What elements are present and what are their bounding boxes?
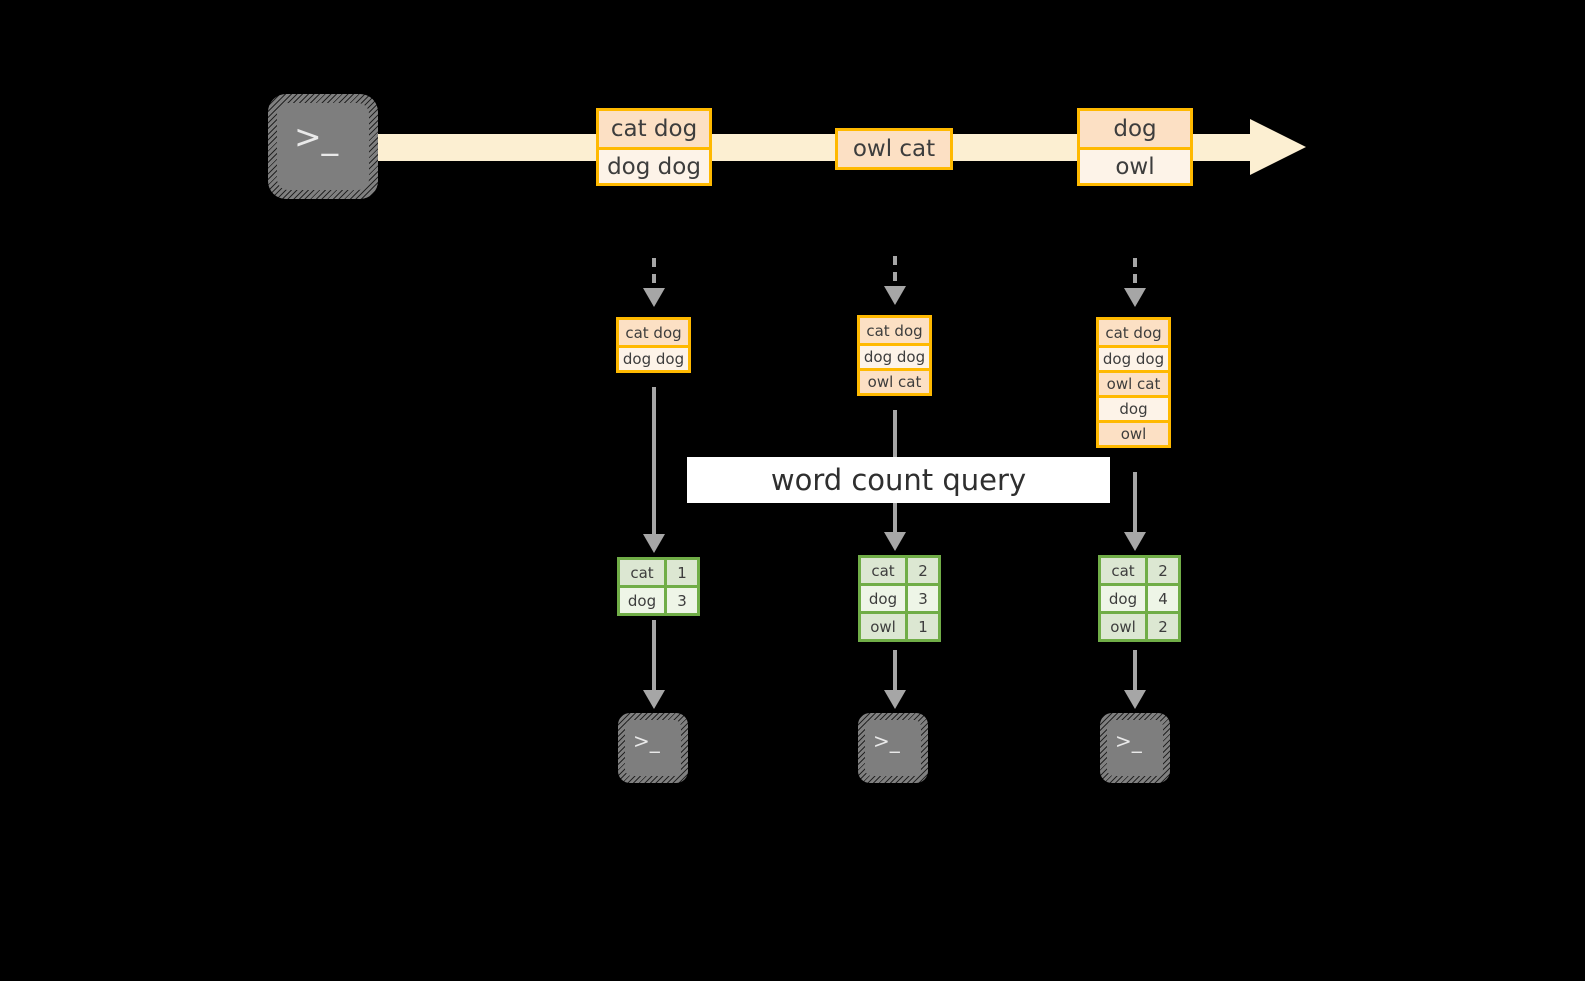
snapshot-3-records[interactable]: cat dog dog dog owl cat dog owl xyxy=(1096,317,1171,448)
result-count: 4 xyxy=(1148,586,1178,611)
result-word: dog xyxy=(1101,586,1148,611)
result-count: 3 xyxy=(908,586,938,611)
terminal-screen xyxy=(865,720,921,776)
down-arrow-head-icon xyxy=(643,534,665,553)
terminal-prompt-glyph: >_ xyxy=(633,729,660,753)
result-count: 2 xyxy=(1148,614,1178,639)
result-count: 1 xyxy=(667,560,697,585)
dashed-down-arrow-head-icon xyxy=(643,288,665,307)
dashed-down-arrow-head-icon xyxy=(1124,288,1146,307)
consumer-terminal-icon-2[interactable]: >_ xyxy=(858,713,928,783)
result-count: 3 xyxy=(667,588,697,613)
stream-record-line: owl cat xyxy=(838,131,950,167)
result-word: dog xyxy=(861,586,908,611)
result-table-3[interactable]: cat 2 dog 4 owl 2 xyxy=(1098,555,1181,642)
stream-record-line: dog xyxy=(1080,111,1190,147)
stream-record-group-2[interactable]: owl cat xyxy=(835,128,953,170)
snapshot-record-line: dog xyxy=(1099,395,1168,420)
producer-terminal-icon[interactable]: >_ xyxy=(268,94,378,199)
down-arrow-head-icon xyxy=(1124,690,1146,709)
snapshot-record-line: cat dog xyxy=(619,320,688,345)
down-arrow-head-icon xyxy=(884,532,906,551)
stream-record-group-1[interactable]: cat dog dog dog xyxy=(596,108,712,186)
down-arrow-icon xyxy=(1133,472,1137,540)
snapshot-1-records[interactable]: cat dog dog dog xyxy=(616,317,691,373)
stream-arrow-head xyxy=(1250,119,1306,175)
snapshot-record-line: cat dog xyxy=(860,318,929,343)
result-word: owl xyxy=(861,614,908,639)
result-word: cat xyxy=(620,560,667,585)
snapshot-record-line: dog dog xyxy=(619,345,688,370)
dashed-down-arrow-head-icon xyxy=(884,286,906,305)
down-arrow-icon xyxy=(652,620,656,690)
consumer-terminal-icon-3[interactable]: >_ xyxy=(1100,713,1170,783)
terminal-prompt-glyph: >_ xyxy=(873,729,900,753)
down-arrow-icon xyxy=(652,387,656,540)
stream-record-group-3[interactable]: dog owl xyxy=(1077,108,1193,186)
terminal-screen xyxy=(625,720,681,776)
dashed-down-arrow-icon xyxy=(652,258,656,288)
down-arrow-head-icon xyxy=(643,690,665,709)
down-arrow-icon xyxy=(893,650,897,690)
table-row: cat 2 xyxy=(1101,558,1178,583)
stream-record-line: cat dog xyxy=(599,111,709,147)
result-word: cat xyxy=(1101,558,1148,583)
result-word: cat xyxy=(861,558,908,583)
result-word: dog xyxy=(620,588,667,613)
consumer-terminal-icon-1[interactable]: >_ xyxy=(618,713,688,783)
stream-record-line: owl xyxy=(1080,147,1190,183)
result-count: 2 xyxy=(908,558,938,583)
result-count: 2 xyxy=(1148,558,1178,583)
terminal-prompt-glyph: >_ xyxy=(1115,729,1142,753)
snapshot-record-line: dog dog xyxy=(860,343,929,368)
table-row: cat 1 xyxy=(620,560,697,585)
snapshot-record-line: dog dog xyxy=(1099,345,1168,370)
stream-record-line: dog dog xyxy=(599,147,709,183)
terminal-prompt-glyph: >_ xyxy=(294,117,339,156)
dashed-down-arrow-icon xyxy=(893,256,897,286)
table-row: dog 3 xyxy=(620,585,697,613)
snapshot-2-records[interactable]: cat dog dog dog owl cat xyxy=(857,315,932,396)
snapshot-record-line: owl cat xyxy=(1099,370,1168,395)
snapshot-record-line: cat dog xyxy=(1099,320,1168,345)
table-row: owl 2 xyxy=(1101,611,1178,639)
result-word: owl xyxy=(1101,614,1148,639)
down-arrow-head-icon xyxy=(884,690,906,709)
terminal-screen xyxy=(277,103,369,190)
query-label: word count query xyxy=(687,457,1110,503)
result-table-2[interactable]: cat 2 dog 3 owl 1 xyxy=(858,555,941,642)
result-table-1[interactable]: cat 1 dog 3 xyxy=(617,557,700,616)
dashed-down-arrow-icon xyxy=(1133,258,1137,288)
terminal-screen xyxy=(1107,720,1163,776)
down-arrow-icon xyxy=(1133,650,1137,690)
snapshot-record-line: owl xyxy=(1099,420,1168,445)
table-row: dog 4 xyxy=(1101,583,1178,611)
table-row: owl 1 xyxy=(861,611,938,639)
result-count: 1 xyxy=(908,614,938,639)
table-row: dog 3 xyxy=(861,583,938,611)
snapshot-record-line: owl cat xyxy=(860,368,929,393)
table-row: cat 2 xyxy=(861,558,938,583)
down-arrow-head-icon xyxy=(1124,532,1146,551)
